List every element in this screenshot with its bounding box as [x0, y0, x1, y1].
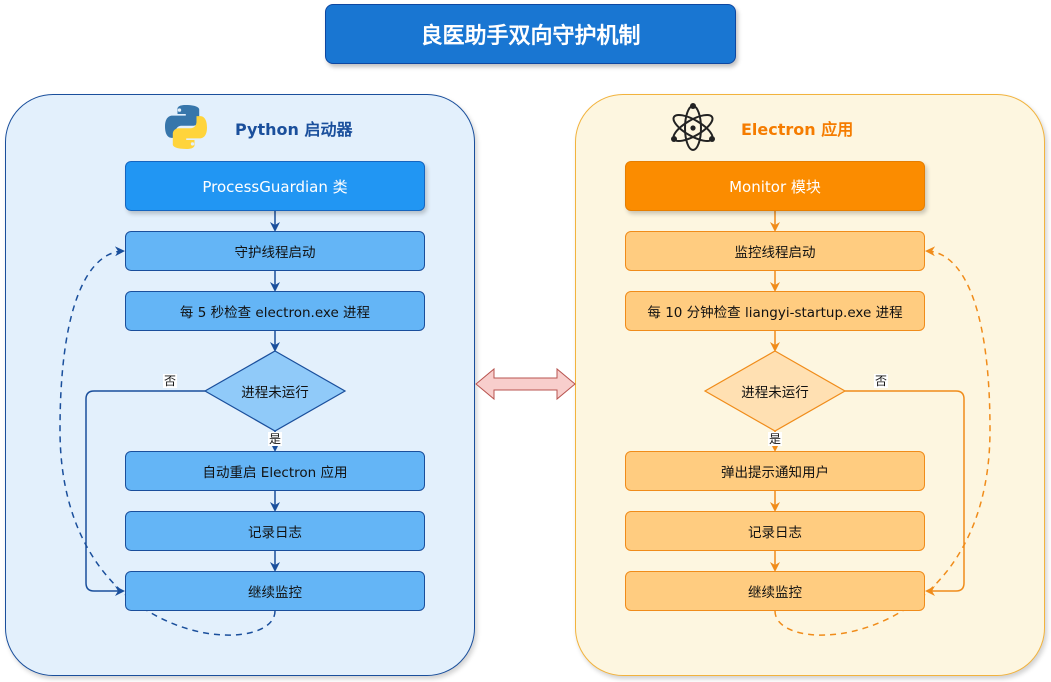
decision-left [203, 350, 347, 432]
right-step-check-process: 每 10 分钟检查 liangyi-startup.exe 进程 [625, 291, 925, 331]
right-step-continue: 继续监控 [625, 571, 925, 611]
left-step-guard-thread: 守护线程启动 [125, 231, 425, 271]
left-step-restart: 自动重启 Electron 应用 [125, 451, 425, 491]
right-step-monitor-thread: 监控线程启动 [625, 231, 925, 271]
loop-left-dashed [59, 246, 276, 636]
right-no-label: 否 [874, 374, 889, 388]
left-yes-label: 是 [268, 432, 283, 446]
electron-atom-icon [671, 103, 715, 151]
right-yes-label: 是 [768, 432, 783, 446]
diagram-title: 良医助手双向守护机制 [325, 4, 736, 64]
left-no-label: 否 [163, 374, 178, 388]
loop-right-dashed [774, 246, 991, 636]
process-guardian-box: ProcessGuardian 类 [125, 161, 425, 211]
right-step-log: 记录日志 [625, 511, 925, 551]
arrow-left-no [85, 390, 205, 596]
python-launcher-heading: Python 启动器 [235, 120, 353, 139]
bidirectional-arrow-icon [475, 367, 576, 401]
right-step-notify: 弹出提示通知用户 [625, 451, 925, 491]
right-decision-text: 进程未运行 [741, 385, 809, 401]
python-logo-icon [165, 105, 207, 149]
left-step-continue: 继续监控 [125, 571, 425, 611]
left-step-check-process: 每 5 秒检查 electron.exe 进程 [125, 291, 425, 331]
monitor-module-box: Monitor 模块 [625, 161, 925, 211]
arrow-right-no [845, 390, 965, 596]
left-step-log: 记录日志 [125, 511, 425, 551]
electron-app-heading: Electron 应用 [741, 120, 854, 139]
decision-right [703, 350, 847, 432]
left-decision-text: 进程未运行 [241, 385, 309, 401]
